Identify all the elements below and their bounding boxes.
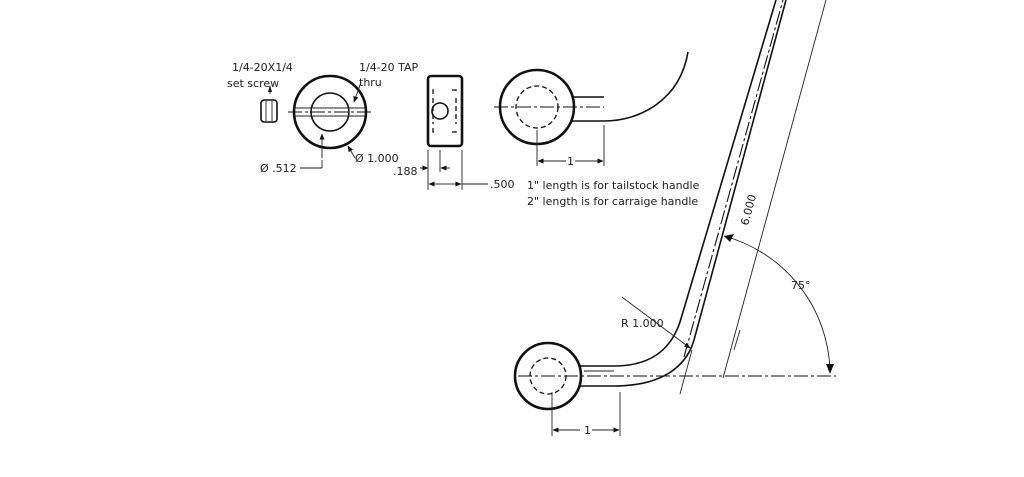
handle-top-view (494, 51, 689, 166)
set-screw-name-label: set screw (227, 77, 279, 90)
angle-75-label: 75° (791, 279, 811, 292)
dia-outer-label: Ø 1.000 (355, 152, 399, 165)
collar-side-view (420, 74, 488, 190)
note-line-2: 2" length is for carraige handle (527, 195, 698, 208)
dim-6000-label: 6.000 (738, 193, 759, 227)
collar-front-view (288, 74, 374, 169)
dim-1-bottom-label: 1 (584, 424, 591, 437)
note-line-1: 1" length is for tailstock handle (527, 179, 700, 192)
dim-188-label: .188 (393, 165, 418, 178)
radius-1000-label: R 1.000 (621, 317, 664, 330)
set-screw-size-label: 1/4-20X1/4 (232, 61, 293, 74)
dia-inner-label: Ø .512 (260, 162, 297, 175)
set-screw-view (260, 85, 278, 123)
dim-1-top-label: 1 (567, 155, 574, 168)
bent-handle-view (513, 0, 836, 436)
tap-thru-label: thru (359, 76, 382, 89)
tap-size-label: 1/4-20 TAP (359, 61, 419, 74)
dim-500-label: .500 (490, 178, 515, 191)
